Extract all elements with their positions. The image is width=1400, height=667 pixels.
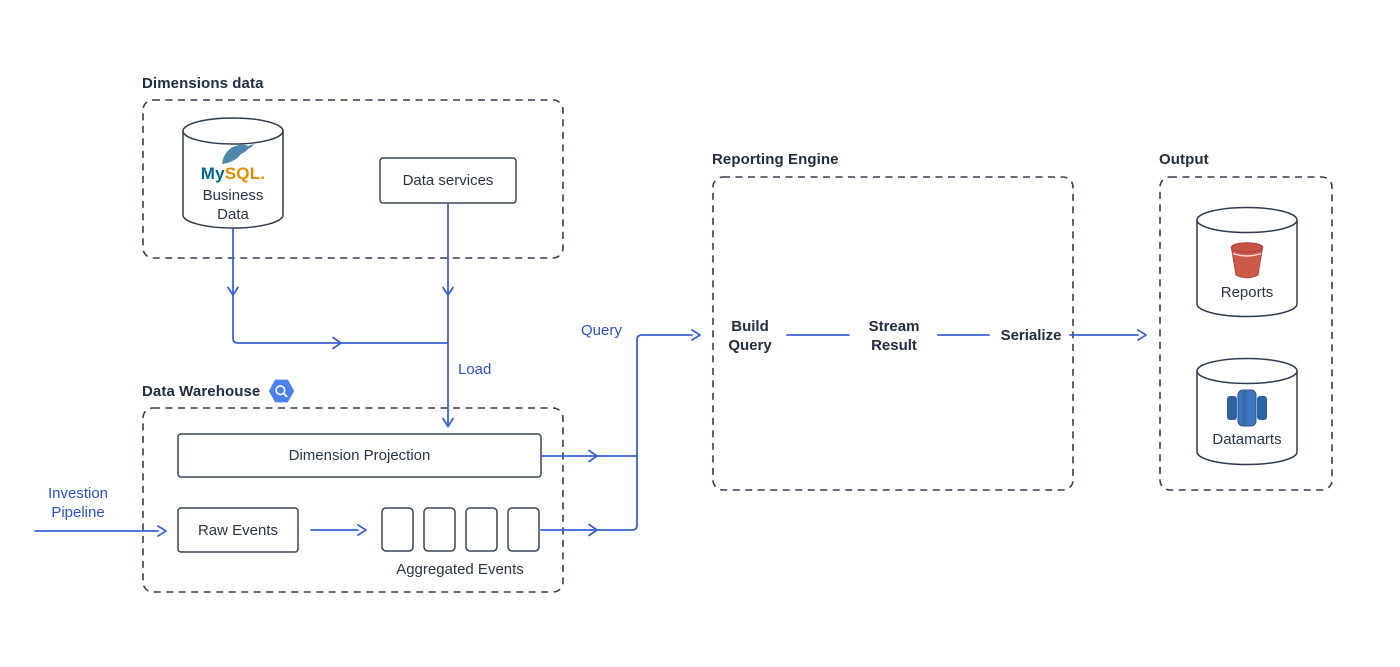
mysql-logo-my: My xyxy=(200,164,225,183)
arrowhead-raw-to-aggregated xyxy=(357,524,367,536)
business-data-label: Business Data xyxy=(202,187,264,223)
query-edge-label: Query xyxy=(581,322,622,339)
data-warehouse-container xyxy=(142,407,564,593)
chevron-mysql-down xyxy=(227,286,239,296)
chevron-aggregated-out xyxy=(588,523,598,537)
stream-result-step: Stream Result xyxy=(868,318,920,354)
bigquery-hexagon-icon xyxy=(269,379,295,403)
output-container xyxy=(1159,176,1333,491)
datamarts-label: Datamarts xyxy=(1212,431,1282,448)
data-warehouse-title-row: Data Warehouse xyxy=(142,377,295,405)
dimensions-data-container xyxy=(142,99,564,259)
ingestion-pipeline-label: Investion Pipeline xyxy=(47,485,109,521)
arrowhead-query xyxy=(691,329,701,341)
data-warehouse-title: Data Warehouse xyxy=(142,382,261,400)
data-services-label: Data services xyxy=(402,172,494,189)
chevron-projection-out xyxy=(588,449,598,463)
load-edge-label: Load xyxy=(458,361,492,378)
bucket-icon xyxy=(1230,242,1264,279)
aggregated-events-rects xyxy=(381,507,540,552)
output-title: Output xyxy=(1159,151,1209,168)
raw-events-box xyxy=(177,507,299,553)
arrowhead-output xyxy=(1137,329,1147,341)
chevron-services-down xyxy=(442,286,454,296)
aggregated-events-label: Aggregated Events xyxy=(396,561,524,578)
reporting-engine-title: Reporting Engine xyxy=(712,151,839,168)
mysql-logo-sql: SQL. xyxy=(224,164,266,183)
build-query-step: Build Query xyxy=(728,318,772,354)
arrowhead-load-down xyxy=(442,417,454,428)
mysql-dolphin-icon xyxy=(222,144,254,164)
arrowhead-ingestion xyxy=(157,525,167,537)
reporting-engine-container xyxy=(712,176,1074,491)
chevron-bus-right xyxy=(332,336,342,350)
serialize-step: Serialize xyxy=(1000,327,1062,344)
dimensions-data-title: Dimensions data xyxy=(142,75,264,92)
mysql-cylinder xyxy=(182,117,284,229)
dimension-projection-label: Dimension Projection xyxy=(288,447,431,464)
reports-label: Reports xyxy=(1220,284,1274,301)
raw-events-label: Raw Events xyxy=(197,521,279,539)
mysql-logo: MySQL. xyxy=(196,164,270,183)
database-cluster-icon xyxy=(1227,389,1267,427)
edge-aggregated-to-query xyxy=(540,334,693,531)
edge-mysql-to-bus xyxy=(232,228,449,344)
